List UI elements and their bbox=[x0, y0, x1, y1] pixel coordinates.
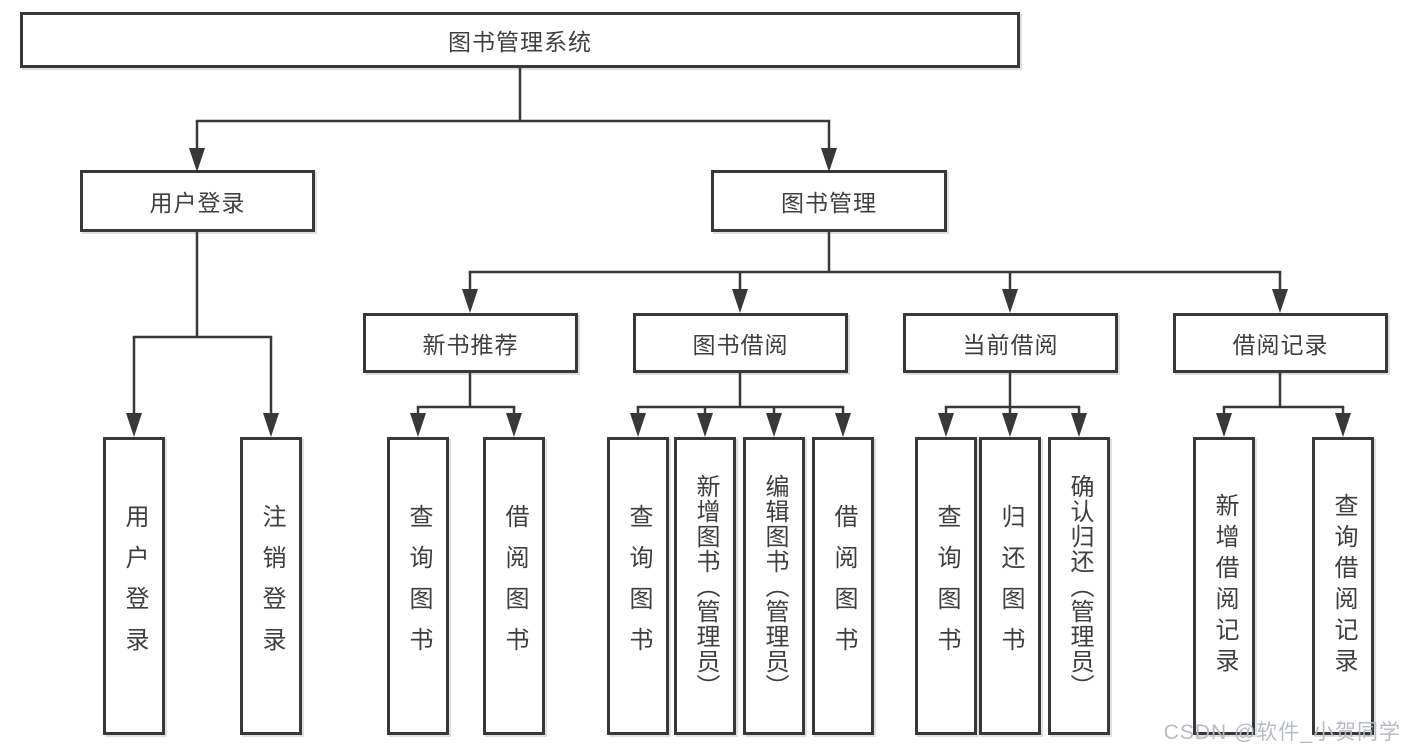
node-user-login: 用户登录 bbox=[80, 170, 315, 232]
leaf-label: 借阅图书 bbox=[501, 504, 528, 668]
leaf-edit-books-admin: 编辑图书（管理员） bbox=[743, 437, 805, 735]
leaf-query-books-borrowing: 查询图书 bbox=[607, 437, 669, 735]
leaf-borrow-books-recommend: 借阅图书 bbox=[483, 437, 545, 735]
node-new-book-recommendation: 新书推荐 bbox=[363, 313, 578, 373]
leaf-query-borrow-record: 查询借阅记录 bbox=[1312, 437, 1374, 735]
leaf-query-books-current: 查询图书 bbox=[915, 437, 977, 735]
node-label: 新书推荐 bbox=[422, 332, 519, 358]
leaf-label: 借阅图书 bbox=[830, 504, 857, 668]
leaf-label: 归还图书 bbox=[997, 504, 1024, 668]
leaf-label: 新增图书（管理员） bbox=[692, 473, 719, 699]
leaf-logout: 注销登录 bbox=[240, 437, 302, 735]
node-library-system: 图书管理系统 bbox=[20, 12, 1020, 68]
csdn-watermark: CSDN @软件_小贺同学 bbox=[1163, 721, 1401, 744]
node-book-management: 图书管理 bbox=[711, 170, 947, 232]
leaf-confirm-return-admin: 确认归还（管理员） bbox=[1048, 437, 1110, 735]
node-label: 图书管理 bbox=[781, 190, 877, 216]
leaf-query-books-recommend: 查询图书 bbox=[387, 437, 449, 735]
leaf-label: 查询借阅记录 bbox=[1330, 493, 1357, 679]
leaf-add-borrow-record: 新增借阅记录 bbox=[1193, 437, 1255, 735]
leaf-user-login: 用户登录 bbox=[103, 437, 165, 735]
node-borrowing-records: 借阅记录 bbox=[1173, 313, 1388, 373]
node-label: 图书借阅 bbox=[692, 332, 789, 358]
leaf-label: 编辑图书（管理员） bbox=[761, 473, 788, 699]
node-label: 借阅记录 bbox=[1232, 332, 1329, 358]
node-book-borrowing: 图书借阅 bbox=[633, 313, 848, 373]
leaf-label: 注销登录 bbox=[258, 504, 285, 668]
arrowheads bbox=[126, 148, 1351, 437]
node-current-borrowing: 当前借阅 bbox=[903, 313, 1118, 373]
leaf-label: 查询图书 bbox=[405, 504, 432, 668]
leaf-return-books: 归还图书 bbox=[979, 437, 1041, 735]
node-label: 图书管理系统 bbox=[448, 29, 592, 55]
leaf-borrow-books: 借阅图书 bbox=[812, 437, 874, 735]
leaf-label: 用户登录 bbox=[121, 504, 148, 668]
node-label: 用户登录 bbox=[149, 190, 246, 216]
leaf-label: 查询图书 bbox=[933, 504, 960, 668]
leaf-label: 新增借阅记录 bbox=[1211, 493, 1238, 679]
leaf-label: 查询图书 bbox=[625, 504, 652, 668]
node-label: 当前借阅 bbox=[962, 332, 1059, 358]
leaf-label: 确认归还（管理员） bbox=[1066, 473, 1093, 699]
leaf-add-books-admin: 新增图书（管理员） bbox=[674, 437, 736, 735]
